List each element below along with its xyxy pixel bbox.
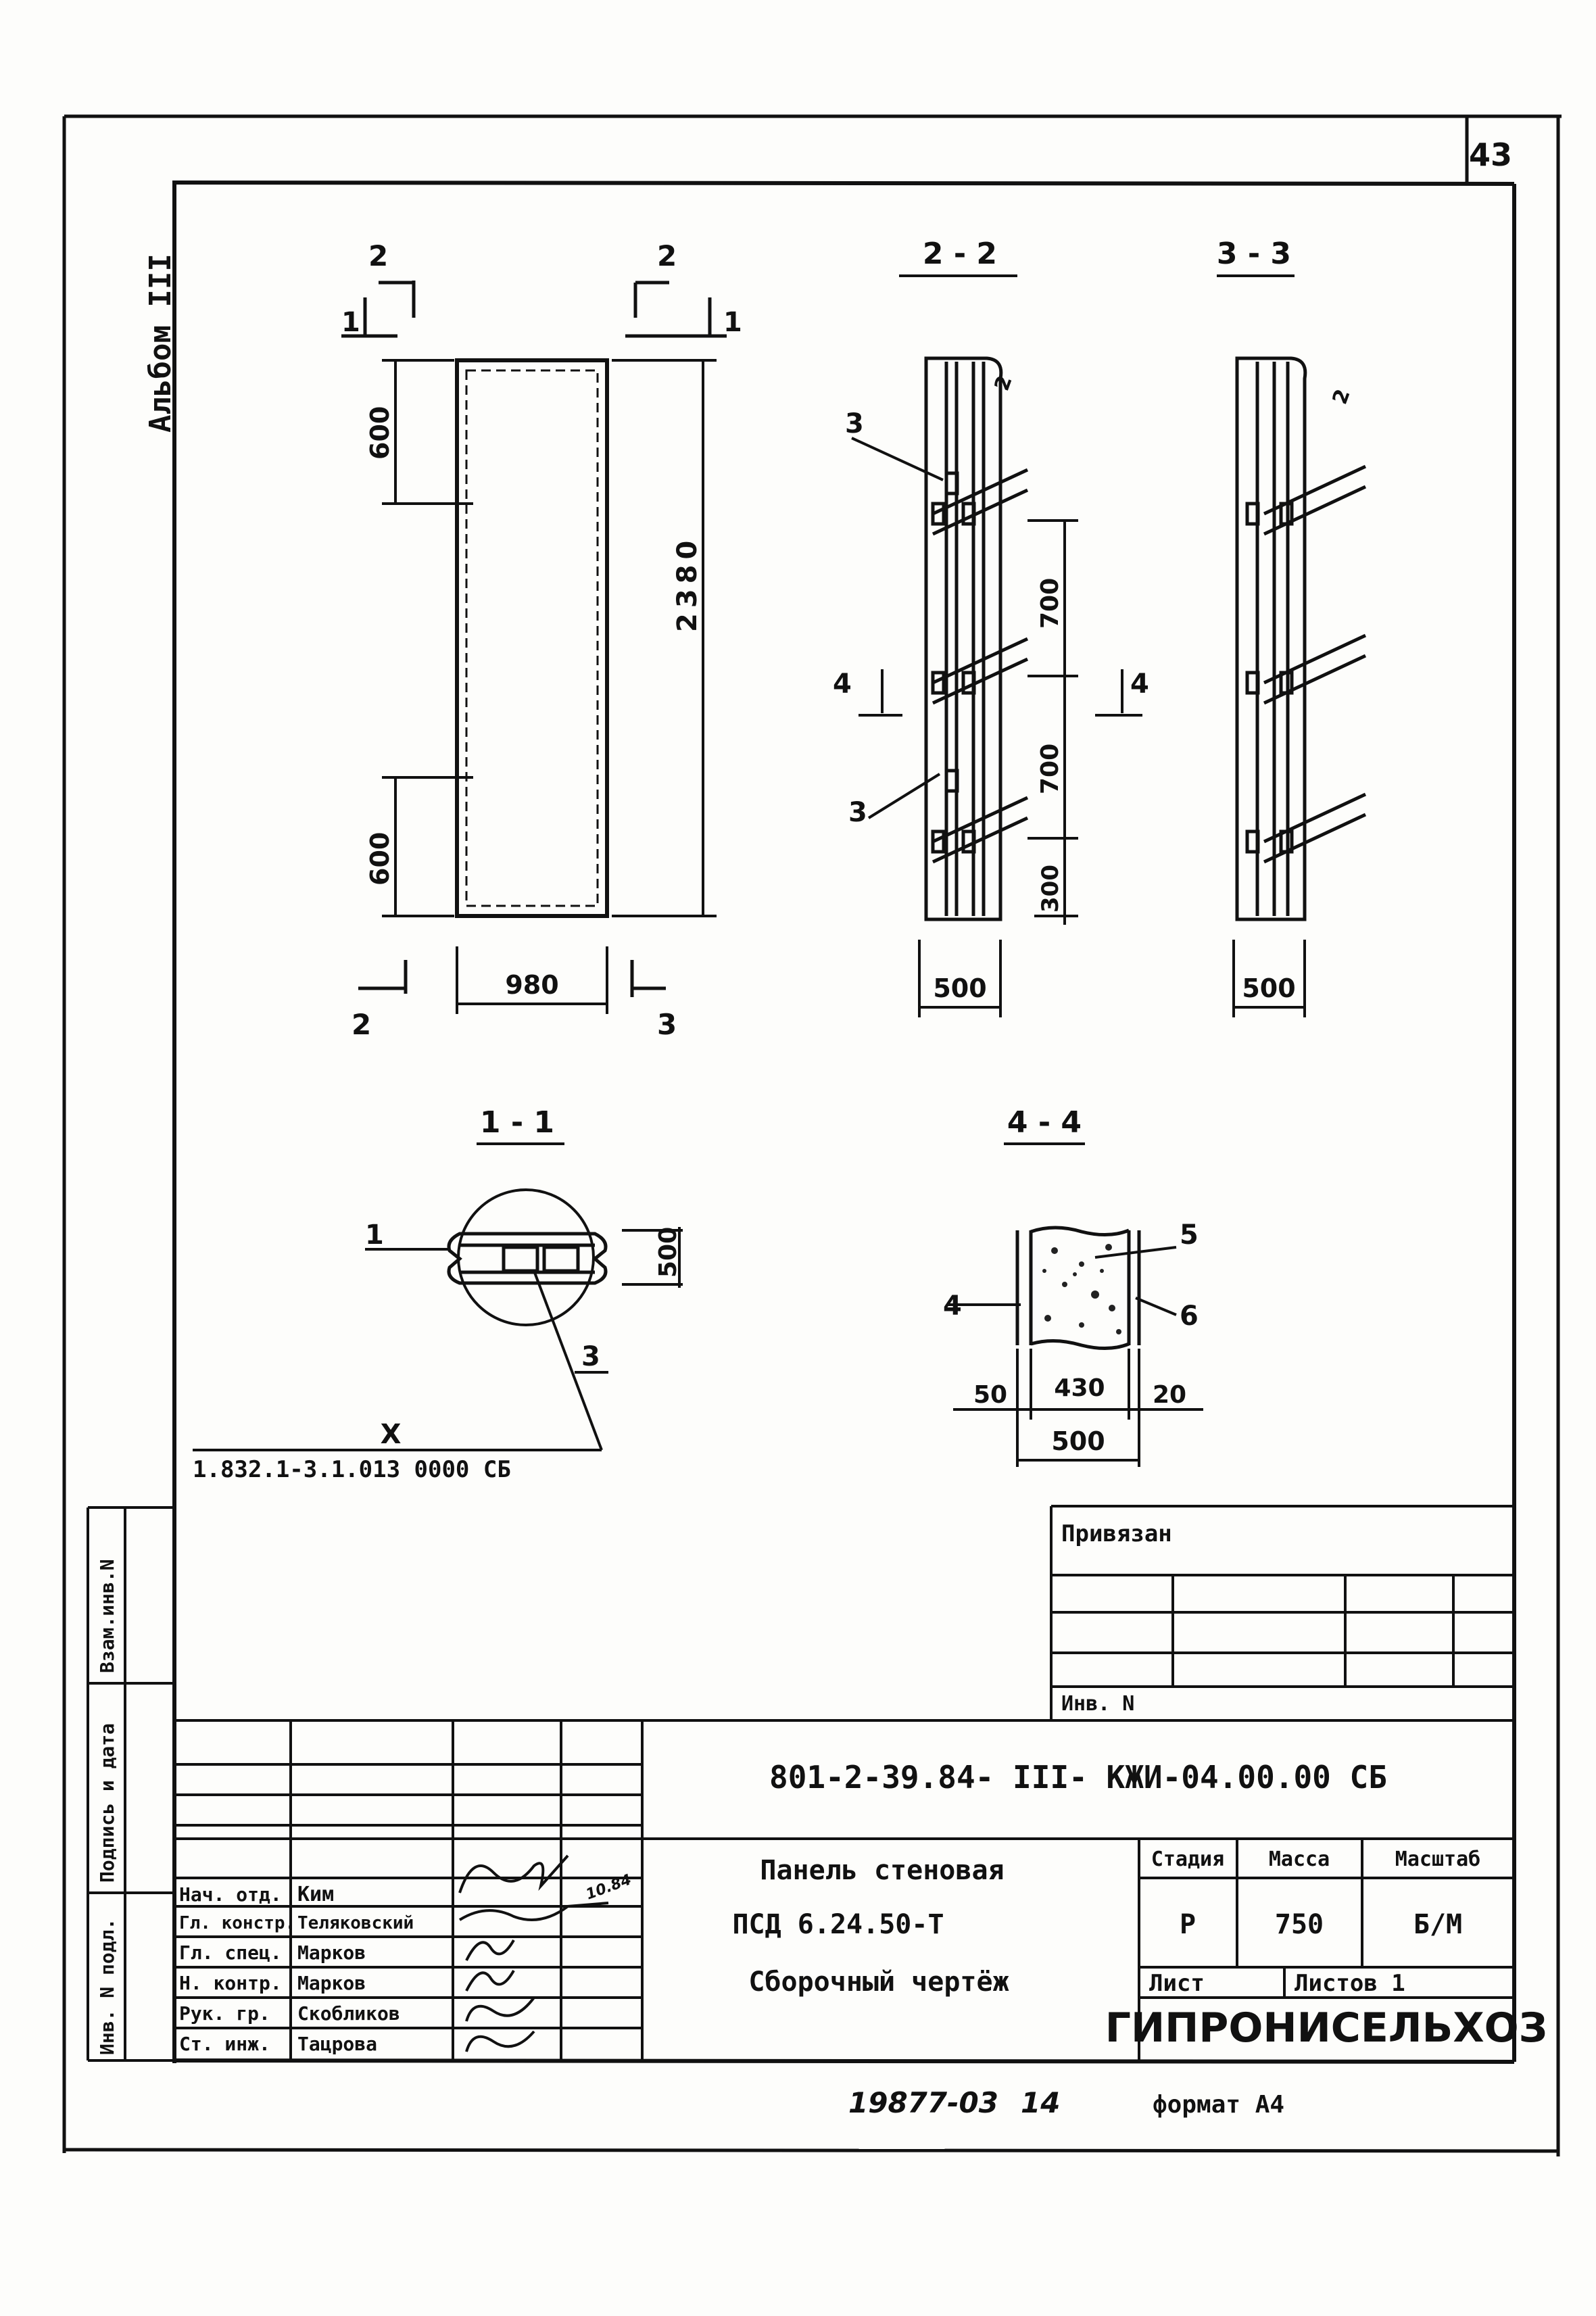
concrete-fill <box>1042 1244 1121 1334</box>
callout-3-top: 3 <box>845 408 864 439</box>
sig-role-1: Нач. отд. <box>179 1883 282 1906</box>
sig-role-3: Гл. спец. <box>179 1941 282 1964</box>
dim-430: 430 <box>1054 1374 1105 1402</box>
dim-width-980: 980 <box>505 970 558 1000</box>
footer-sheet-number: 14 <box>1021 2086 1060 2119</box>
stamp-replacement-inv: Взам.инв.N <box>96 1559 118 1673</box>
side-stamp: Взам.инв.N Подпись и дата Инв. N подл. <box>87 1506 174 2062</box>
dim-500-section44: 500 <box>1051 1426 1105 1456</box>
dim-height-2380: 2380 <box>672 535 703 632</box>
stage-label: Стадия <box>1151 1848 1224 1871</box>
section-4-4: 4 - 4 4 5 6 50 <box>943 1105 1203 1467</box>
drawing-name-line2: ПСД 6.24.50-Т <box>732 1909 944 1940</box>
title-block: 801-2-39.84- III- КЖИ-04.00.00 СБ Панель… <box>174 1719 1548 2060</box>
mass-value: 750 <box>1275 1909 1324 1940</box>
stamp-original-inv: Инв. N подл. <box>96 1919 118 2055</box>
page-number-box: 43 <box>1465 116 1512 184</box>
cut-mark-2-right: 2 <box>657 239 677 272</box>
sig-role-2: Гл. констр. <box>179 1913 295 1933</box>
drawing-name-line3: Сборочный чертёж <box>748 1967 1009 1998</box>
cut-mark-4-right: 4 <box>1130 669 1149 700</box>
dim-bottom-600: 600 <box>365 832 395 886</box>
callout-2-section22: 2 <box>990 372 1017 394</box>
sheet-label: Лист <box>1149 1970 1205 1997</box>
drawing-frame <box>172 180 1516 2064</box>
dim-500-section22: 500 <box>933 973 986 1003</box>
organization-name: ГИПРОНИСЕЛЬХОЗ <box>1105 2004 1548 2052</box>
callout-3-section11: 3 <box>581 1341 600 1372</box>
archive-number: 19877-03 <box>848 2086 998 2119</box>
dim-500-section11: 500 <box>654 1227 682 1278</box>
section-3-3: 3 - 3 2 500 <box>1217 237 1367 1017</box>
callout-3-bottom: 3 <box>848 797 867 828</box>
document-code: 801-2-39.84- III- КЖИ-04.00.00 СБ <box>769 1759 1387 1795</box>
scale-value: Б/М <box>1413 1909 1462 1940</box>
binding-block: Привязан Инв. N <box>1050 1505 1514 1720</box>
signature-date: 10.84 <box>584 1871 634 1903</box>
node-reference: 1.832.1-3.1.013 0000 СБ <box>193 1456 511 1483</box>
scale-label: Масштаб <box>1395 1848 1480 1871</box>
cut-mark-1-left: 1 <box>341 307 360 338</box>
sig-role-4: Н. контр. <box>179 1972 282 1994</box>
sig-name-1: Ким <box>297 1883 334 1906</box>
section-title-1-1: 1 - 1 <box>480 1105 554 1140</box>
sig-name-5: Скобликов <box>297 2002 400 2025</box>
dim-700-lower: 700 <box>1036 744 1064 794</box>
section-title-3-3: 3 - 3 <box>1217 237 1291 271</box>
cut-mark-2-bottom: 2 <box>352 1008 371 1041</box>
footer: 19877-03 14 формат А4 <box>848 2086 1284 2119</box>
stamp-signature-date: Подпись и дата <box>96 1723 118 1883</box>
page-number: 43 <box>1469 137 1512 173</box>
node-mark-x: X <box>381 1419 402 1450</box>
callout-1: 1 <box>365 1220 384 1251</box>
callout-6: 6 <box>1180 1301 1199 1332</box>
binding-title: Привязан <box>1061 1520 1172 1547</box>
stage-value: Р <box>1180 1909 1196 1940</box>
section-2-2: 2 - 2 <box>833 237 1149 1017</box>
dim-700-upper: 700 <box>1036 578 1064 629</box>
sig-role-6: Ст. инж. <box>179 2033 270 2055</box>
section-title-2-2: 2 - 2 <box>923 237 997 271</box>
callout-4: 4 <box>943 1290 962 1322</box>
dim-50: 50 <box>973 1381 1007 1409</box>
dim-top-600: 600 <box>365 406 395 460</box>
mass-label: Масса <box>1269 1848 1330 1871</box>
dim-300: 300 <box>1037 865 1064 913</box>
sheets-label: Листов 1 <box>1295 1970 1405 1997</box>
panel-elevation: 2 2 1 1 2 3 600 600 2380 980 <box>341 239 742 1041</box>
handwritten-signatures <box>458 1854 609 2052</box>
sig-name-2: Теляковский <box>297 1913 414 1933</box>
drawing-name-line1: Панель стеновая <box>760 1855 1004 1886</box>
cut-mark-4-left: 4 <box>833 669 852 700</box>
section-1-1: 1 - 1 1 3 500 X 1.832.1-3.1.013 0000 СБ <box>193 1105 683 1483</box>
cut-mark-2-left: 2 <box>368 239 388 272</box>
sig-name-3: Марков <box>297 1941 366 1964</box>
sig-name-6: Тацрова <box>297 2033 377 2055</box>
format-label: формат А4 <box>1153 2091 1284 2119</box>
page-frame <box>62 114 1562 2156</box>
callout-5: 5 <box>1180 1220 1199 1251</box>
section-title-4-4: 4 - 4 <box>1007 1105 1082 1140</box>
cut-mark-3-bottom: 3 <box>657 1008 677 1041</box>
dim-20: 20 <box>1153 1381 1186 1409</box>
sig-role-5: Рук. гр. <box>179 2002 270 2025</box>
callout-2-section33: 2 <box>1328 386 1355 408</box>
cut-mark-1-right: 1 <box>723 307 742 338</box>
dim-500-section33: 500 <box>1242 973 1295 1003</box>
sig-name-4: Марков <box>297 1972 366 1994</box>
album-label: Альбом III <box>143 254 178 433</box>
binding-inv: Инв. N <box>1061 1692 1134 1716</box>
